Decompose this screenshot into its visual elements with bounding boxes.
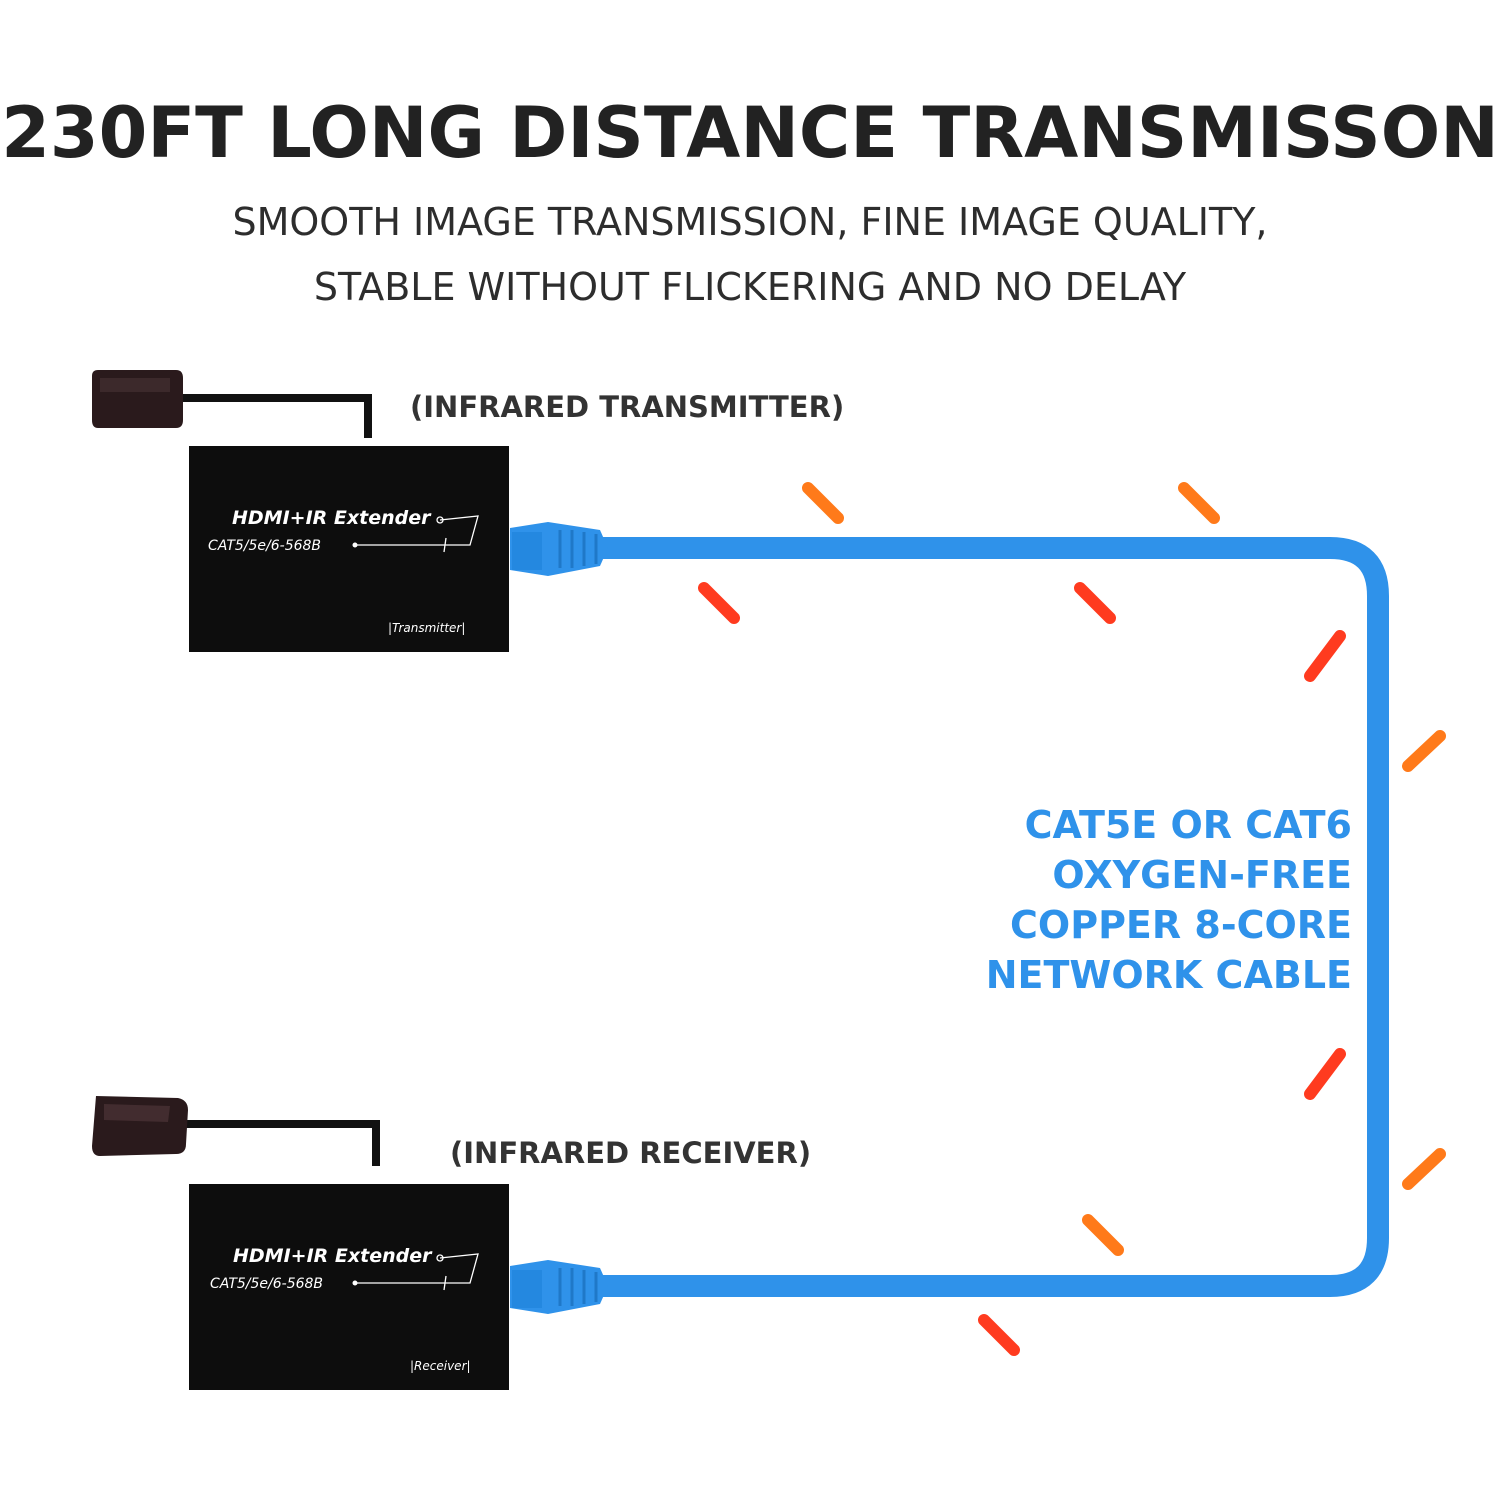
rj45-connector-receiver: [510, 1260, 608, 1314]
receiver-box: HDMI+IR Extender CAT5/5e/6-568B |Receive…: [189, 1184, 509, 1390]
arrow-down-upper: [1402, 634, 1446, 772]
cable-line-2: OXYGEN-FREE: [1052, 853, 1352, 897]
arrow-up-lower: [1304, 1048, 1346, 1190]
cable-line-4: NETWORK CABLE: [985, 953, 1352, 997]
subtitle-line-2: STABLE WITHOUT FLICKERING AND NO DELAY: [313, 265, 1187, 309]
arrow-left-top-1: [698, 582, 844, 624]
arrow-left-top-2: [1074, 582, 1220, 624]
arrow-down-lower: [1402, 1052, 1446, 1190]
transmitter-box-title: HDMI+IR Extender: [232, 507, 432, 529]
ir-receiver-sensor: [92, 1096, 380, 1166]
network-cable: [600, 537, 1389, 1297]
transmitter-box-subtitle: CAT5/5e/6-568B: [208, 538, 321, 554]
subtitle-line-1: SMOOTH IMAGE TRANSMISSION, FINE IMAGE QU…: [232, 200, 1268, 244]
transmitter-box-tag: |Transmitter|: [388, 621, 465, 635]
ir-receiver-label: (INFRARED RECEIVER): [450, 1136, 812, 1170]
cable-line-1: CAT5E OR CAT6: [1024, 803, 1352, 847]
page-title: 230FT LONG DISTANCE TRANSMISSON: [1, 92, 1499, 174]
arrow-right-top-1: [698, 482, 844, 524]
arrow-right-bottom: [978, 1214, 1124, 1256]
ir-transmitter-sensor: [92, 370, 372, 438]
arrow-right-top-2: [1074, 482, 1220, 524]
arrow-left-bottom: [978, 1314, 1124, 1356]
rj45-connector-transmitter: [510, 522, 608, 576]
ir-transmitter-label: (INFRARED TRANSMITTER): [410, 390, 845, 424]
receiver-box-title: HDMI+IR Extender: [233, 1245, 433, 1267]
cable-line-3: COPPER 8-CORE: [1010, 903, 1352, 947]
arrow-up-upper: [1304, 630, 1346, 772]
cable-description: CAT5E OR CAT6 OXYGEN-FREE COPPER 8-CORE …: [986, 800, 1352, 1000]
transmitter-box: HDMI+IR Extender CAT5/5e/6-568B |Transmi…: [189, 446, 509, 652]
receiver-box-tag: |Receiver|: [410, 1359, 471, 1373]
receiver-box-subtitle: CAT5/5e/6-568B: [210, 1276, 323, 1292]
